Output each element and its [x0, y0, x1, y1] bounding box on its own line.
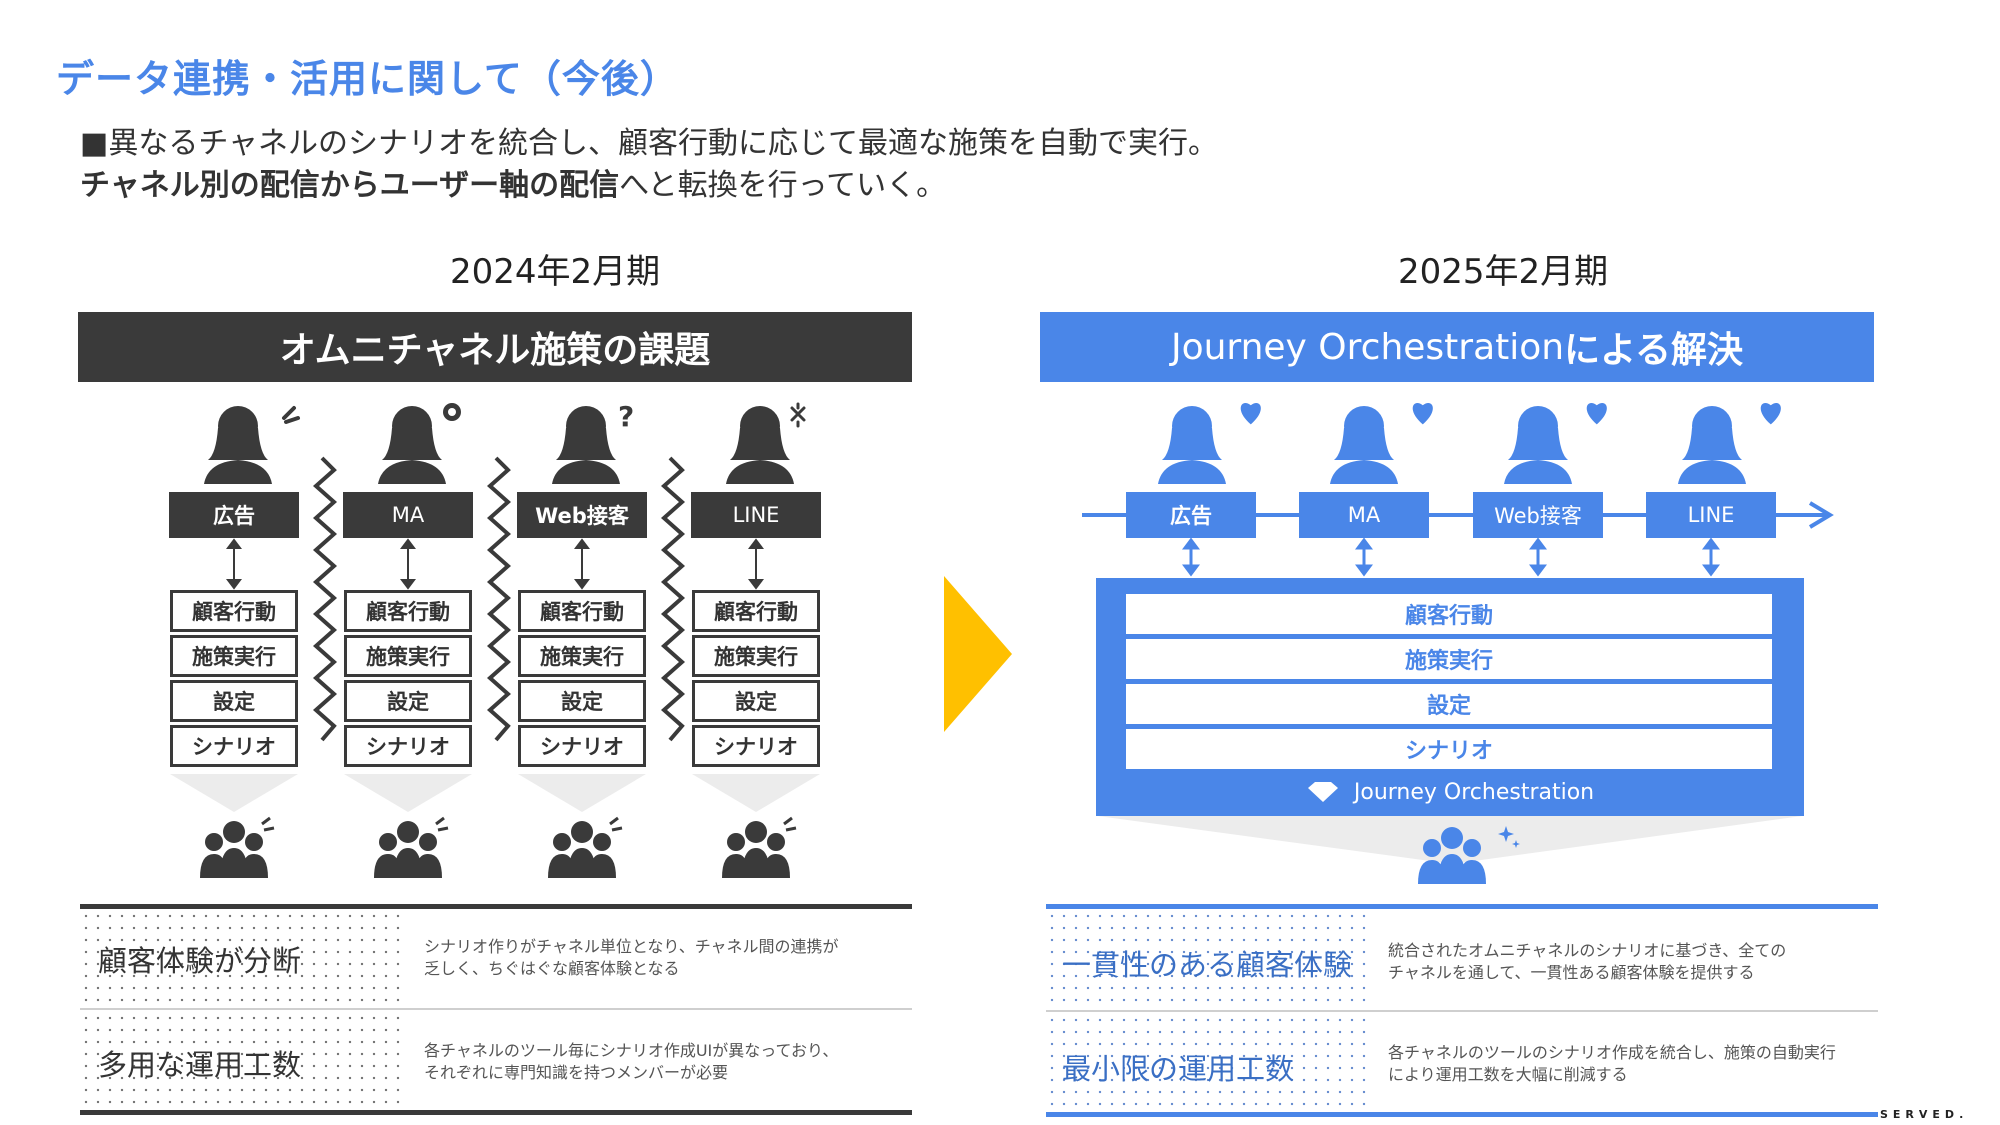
stack-customer-behavior: 顧客行動 — [344, 590, 472, 632]
channel-line: LINE — [1646, 492, 1776, 538]
channel-web: Web接客 — [517, 492, 647, 538]
channel-ad: 広告 — [1126, 492, 1256, 538]
channel-stack: 顧客行動 施策実行 設定 シナリオ — [518, 590, 646, 770]
stack-scenario: シナリオ — [1126, 729, 1772, 769]
channel-ad: 広告 — [169, 492, 299, 538]
issue-desc-2a: 各チャネルのツール毎にシナリオ作成UIが異なっており、 — [424, 1041, 839, 1060]
dot-pattern — [1046, 910, 1372, 1006]
lead-line-2: チャネル別の配信からユーザー軸の配信へと転換を行っていく。 — [80, 160, 946, 204]
right-table-top — [1046, 904, 1878, 909]
solution-label-1: 一貫性のある顧客体験 — [1062, 948, 1353, 982]
solution-desc-1b: チャネルを通して、一貫性ある顧客体験を提供する — [1388, 963, 1755, 982]
person-icon: ? — [552, 400, 634, 484]
left-table-top — [80, 904, 912, 909]
stack-settings: 設定 — [1126, 684, 1772, 724]
stack-customer-behavior: 顧客行動 — [518, 590, 646, 632]
dot-pattern — [80, 1012, 406, 1108]
stack-customer-behavior: 顧客行動 — [1126, 594, 1772, 634]
lead-line-1: ■異なるチャネルのシナリオを統合し、顧客行動に応じて最適な施策を自動で実行。 — [80, 126, 1219, 161]
stack-scenario: シナリオ — [344, 725, 472, 767]
issue-desc-1b: 乏しく、ちぐはぐな顧客体験となる — [424, 959, 680, 978]
brand-logo: SERVED. — [1880, 1108, 1969, 1121]
left-table-bottom — [80, 1110, 912, 1115]
dot-pattern — [80, 910, 406, 1006]
stack-execution: 施策実行 — [344, 635, 472, 677]
row-divider — [80, 1008, 912, 1010]
solution-desc-2b: により運用工数を大幅に削減する — [1388, 1065, 1628, 1084]
stack-customer-behavior: 顧客行動 — [692, 590, 820, 632]
stack-settings: 設定 — [692, 680, 820, 722]
journey-orchestration-platform: 顧客行動 施策実行 設定 シナリオ Journey Orchestration — [1096, 578, 1804, 816]
page-title: データ連携・活用に関して（今後） — [56, 57, 679, 101]
solution-desc-1a: 統合されたオムニチャネルのシナリオに基づき、全ての — [1388, 941, 1787, 960]
period-2025: 2025年2月期 — [1398, 252, 1609, 292]
stack-scenario: シナリオ — [170, 725, 298, 767]
platform-footer: Journey Orchestration — [1096, 774, 1804, 810]
svg-text:?: ? — [618, 400, 634, 433]
stack-customer-behavior: 顧客行動 — [170, 590, 298, 632]
solution-desc-1: 統合されたオムニチャネルのシナリオに基づき、全てのチャネルを通して、一貫性ある顧… — [1388, 940, 1786, 984]
stack-scenario: シナリオ — [692, 725, 820, 767]
row-divider — [1046, 1010, 1878, 1012]
dot-pattern — [1046, 1014, 1372, 1108]
right-table-bottom — [1046, 1112, 1878, 1117]
stack-scenario: シナリオ — [518, 725, 646, 767]
stack-settings: 設定 — [344, 680, 472, 722]
channel-stack: 顧客行動 施策実行 設定 シナリオ — [692, 590, 820, 770]
channel-ma: MA — [1299, 492, 1429, 538]
stack-settings: 設定 — [170, 680, 298, 722]
lead-bold: チャネル別の配信からユーザー軸の配信 — [80, 168, 620, 203]
solution-label-2: 最小限の運用工数 — [1062, 1052, 1295, 1086]
solution-desc-2a: 各チャネルのツールのシナリオ作成を統合し、施策の自動実行 — [1388, 1043, 1836, 1062]
channel-stack: 顧客行動 施策実行 設定 シナリオ — [170, 590, 298, 770]
stack-execution: 施策実行 — [692, 635, 820, 677]
solution-desc-2: 各チャネルのツールのシナリオ作成を統合し、施策の自動実行により運用工数を大幅に削… — [1388, 1042, 1836, 1086]
person-icon — [726, 402, 806, 484]
channel-line: LINE — [691, 492, 821, 538]
issue-desc-1: シナリオ作りがチャネル単位となり、チャネル間の連携が乏しく、ちぐはぐな顧客体験と… — [424, 936, 839, 980]
channel-ma: MA — [343, 492, 473, 538]
stack-execution: 施策実行 — [170, 635, 298, 677]
diamond-icon — [1307, 782, 1338, 802]
channel-stack: 顧客行動 施策実行 設定 シナリオ — [344, 590, 472, 770]
right-header-jo: Journey Orchestration — [1170, 326, 1565, 368]
issue-desc-1a: シナリオ作りがチャネル単位となり、チャネル間の連携が — [424, 937, 839, 956]
person-icon — [204, 406, 300, 484]
issue-label-2: 多用な運用工数 — [98, 1048, 302, 1082]
platform-name: Journey Orchestration — [1353, 779, 1595, 805]
right-header-solution: による解決 — [1564, 330, 1744, 371]
lead-rest: へと転換を行っていく。 — [619, 168, 947, 203]
issue-desc-2b: それぞれに専門知識を持つメンバーが必要 — [424, 1063, 729, 1082]
channel-web: Web接客 — [1473, 492, 1603, 538]
person-icon — [378, 403, 461, 484]
transition-arrow-icon — [944, 576, 1012, 732]
stack-settings: 設定 — [518, 680, 646, 722]
stack-execution: 施策実行 — [518, 635, 646, 677]
left-panel-header: オムニチャネル施策の課題 — [78, 312, 912, 382]
issue-desc-2: 各チャネルのツール毎にシナリオ作成UIが異なっており、それぞれに専門知識を持つメ… — [424, 1040, 838, 1084]
period-2024: 2024年2月期 — [450, 252, 661, 292]
stack-execution: 施策実行 — [1126, 639, 1772, 679]
issue-label-1: 顧客体験が分断 — [98, 944, 302, 978]
